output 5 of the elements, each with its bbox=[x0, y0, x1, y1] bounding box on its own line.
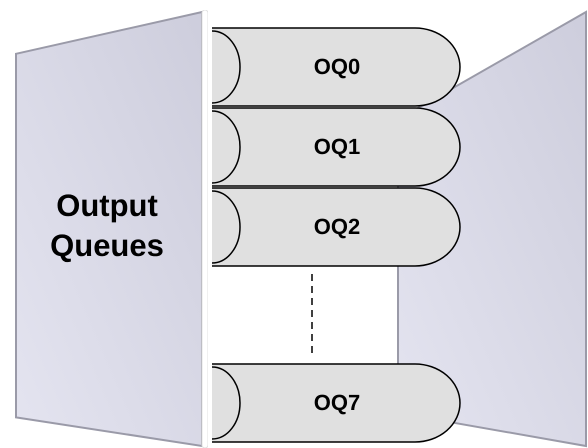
queue-label: OQ2 bbox=[312, 213, 362, 241]
queue-label: OQ1 bbox=[312, 133, 362, 161]
panel-title: Output Queues bbox=[49, 187, 165, 265]
queue-label: OQ0 bbox=[312, 53, 362, 81]
queue-label: OQ7 bbox=[312, 389, 362, 417]
